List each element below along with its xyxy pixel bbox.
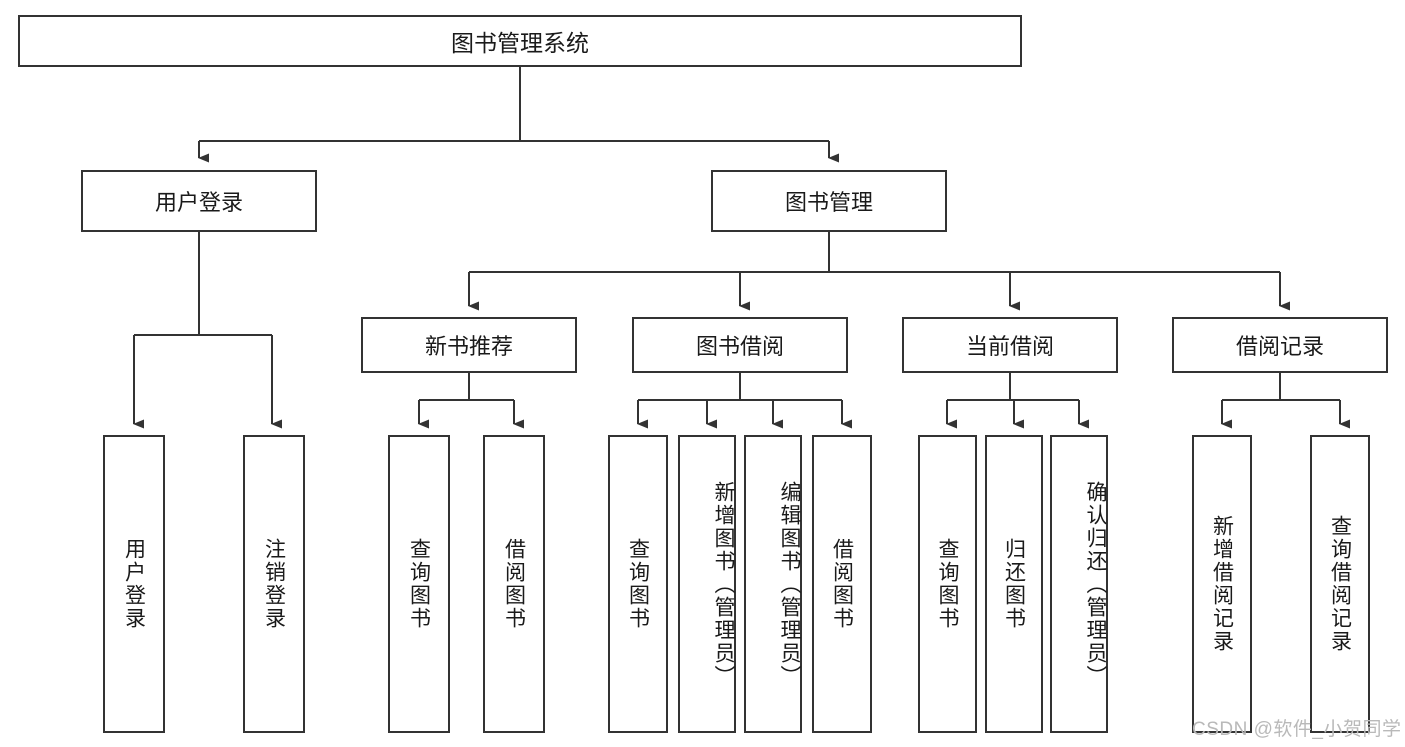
csdn-watermark: CSDN @软件_小贺同学 bbox=[1192, 719, 1402, 740]
leaf-add-borrow-record-label: 新增借阅记录 bbox=[1210, 515, 1234, 653]
leaf-return-books[interactable]: 归还图书 bbox=[985, 435, 1043, 733]
leaf-add-borrow-record[interactable]: 新增借阅记录 bbox=[1192, 435, 1252, 733]
leaf-query-borrow-record-label: 查询借阅记录 bbox=[1328, 515, 1352, 653]
leaf-confirm-return-admin-label: 确认归还（管理员） bbox=[1084, 480, 1107, 688]
node-new-book-recommend-label: 新书推荐 bbox=[424, 334, 513, 359]
node-root-label: 图书管理系统 bbox=[451, 30, 589, 56]
node-current-borrow[interactable]: 当前借阅 bbox=[902, 317, 1118, 373]
node-root[interactable]: 图书管理系统 bbox=[18, 15, 1022, 67]
leaf-add-book-admin-label: 新增图书（管理员） bbox=[712, 480, 735, 688]
leaf-newbook-query-books-label: 查询图书 bbox=[407, 538, 431, 630]
node-book-borrow-label: 图书借阅 bbox=[695, 334, 784, 359]
leaf-borrow-query-books-label: 查询图书 bbox=[626, 538, 650, 630]
node-current-borrow-label: 当前借阅 bbox=[965, 334, 1054, 359]
node-book-borrow[interactable]: 图书借阅 bbox=[632, 317, 848, 373]
leaf-query-borrow-record[interactable]: 查询借阅记录 bbox=[1310, 435, 1370, 733]
leaf-current-query-books-label: 查询图书 bbox=[936, 538, 959, 630]
node-borrow-record-label: 借阅记录 bbox=[1235, 334, 1324, 359]
leaf-newbook-query-books[interactable]: 查询图书 bbox=[388, 435, 450, 733]
node-new-book-recommend[interactable]: 新书推荐 bbox=[361, 317, 577, 373]
leaf-user-login[interactable]: 用户登录 bbox=[103, 435, 165, 733]
leaf-edit-book-admin-label: 编辑图书（管理员） bbox=[778, 480, 801, 688]
leaf-borrow-books[interactable]: 借阅图书 bbox=[812, 435, 872, 733]
node-book-management[interactable]: 图书管理 bbox=[711, 170, 947, 232]
leaf-borrow-books-label: 借阅图书 bbox=[830, 538, 854, 630]
leaf-logout[interactable]: 注销登录 bbox=[243, 435, 305, 733]
leaf-return-books-label: 归还图书 bbox=[1002, 538, 1026, 630]
leaf-logout-label: 注销登录 bbox=[262, 538, 286, 630]
leaf-borrow-query-books[interactable]: 查询图书 bbox=[608, 435, 668, 733]
leaf-confirm-return-admin[interactable]: 确认归还（管理员） bbox=[1050, 435, 1108, 733]
node-user-login[interactable]: 用户登录 bbox=[81, 170, 317, 232]
node-borrow-record[interactable]: 借阅记录 bbox=[1172, 317, 1388, 373]
leaf-newbook-borrow-books[interactable]: 借阅图书 bbox=[483, 435, 545, 733]
node-user-login-label: 用户登录 bbox=[154, 190, 243, 215]
leaf-user-login-label: 用户登录 bbox=[122, 538, 146, 630]
leaf-edit-book-admin[interactable]: 编辑图书（管理员） bbox=[744, 435, 802, 733]
node-book-management-label: 图书管理 bbox=[784, 190, 873, 215]
leaf-newbook-borrow-books-label: 借阅图书 bbox=[502, 538, 526, 630]
leaf-current-query-books[interactable]: 查询图书 bbox=[918, 435, 977, 733]
leaf-add-book-admin[interactable]: 新增图书（管理员） bbox=[678, 435, 736, 733]
